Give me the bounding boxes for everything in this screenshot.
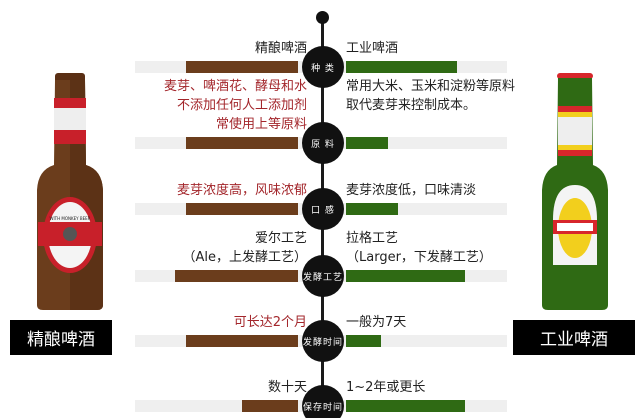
- craft-description: 爱尔工艺 （Ale，上发酵工艺）: [182, 229, 307, 267]
- industrial-description: 1~2年或更长: [346, 378, 425, 397]
- industrial-description-line: 一般为7天: [346, 315, 407, 330]
- craft-beer-bottle: WITH MONKEY BEER: [37, 73, 103, 310]
- craft-description-line: 常使用上等原料: [215, 117, 307, 132]
- industrial-bar: [346, 61, 457, 73]
- industrial-beer-label: 工业啤酒: [513, 320, 635, 355]
- craft-bar: [242, 400, 298, 412]
- craft-description-line: （Ale，上发酵工艺）: [182, 250, 307, 265]
- craft-bar: [175, 270, 298, 282]
- category-badge: 口 感: [302, 188, 344, 230]
- craft-description-line: 爱尔工艺: [254, 231, 307, 246]
- industrial-description-line: 拉格工艺: [346, 231, 399, 246]
- industrial-description-line: 取代麦芽来控制成本。: [346, 98, 477, 113]
- craft-description: 麦芽、啤酒花、酵母和水不添加任何人工添加剂常使用上等原料: [164, 77, 307, 134]
- craft-description-line: 可长达2个月: [233, 315, 307, 330]
- craft-bar: [186, 137, 298, 149]
- timeline-start-dot: [316, 11, 329, 24]
- industrial-bar: [346, 335, 381, 347]
- craft-description: 精酿啤酒: [255, 39, 307, 58]
- industrial-bar: [346, 137, 388, 149]
- bottle-brand-text: WITH MONKEY BEER: [50, 216, 91, 221]
- craft-beer-label: 精酿啤酒: [10, 320, 112, 355]
- craft-description-line: 精酿啤酒: [254, 41, 307, 56]
- industrial-description-line: 1~2年或更长: [346, 380, 426, 395]
- category-badge: 发酵时间: [302, 320, 344, 362]
- craft-description-line: 麦芽浓度高，风味浓郁: [176, 183, 307, 198]
- craft-description-line: 数十天: [267, 380, 307, 395]
- category-badge: 种 类: [302, 46, 344, 88]
- craft-description: 麦芽浓度高，风味浓郁: [177, 181, 307, 200]
- craft-bar: [186, 61, 298, 73]
- industrial-description: 一般为7天: [346, 313, 406, 332]
- craft-bar: [186, 203, 298, 215]
- industrial-description-line: 麦芽浓度低，口味清淡: [346, 183, 477, 198]
- category-badge: 原 料: [302, 122, 344, 164]
- craft-bar: [186, 335, 298, 347]
- industrial-bar: [346, 270, 465, 282]
- industrial-description-line: （Larger，下发酵工艺）: [346, 250, 492, 265]
- industrial-description: 拉格工艺 （Larger，下发酵工艺）: [346, 229, 492, 267]
- industrial-description-line: 工业啤酒: [346, 41, 399, 56]
- industrial-bar: [346, 400, 465, 412]
- industrial-bar: [346, 203, 398, 215]
- industrial-description-line: 常用大米、玉米和淀粉等原料: [346, 79, 516, 94]
- industrial-description: 麦芽浓度低，口味清淡: [346, 181, 476, 200]
- industrial-description: 工业啤酒: [346, 39, 398, 58]
- craft-description-line: 不添加任何人工添加剂: [176, 98, 307, 113]
- category-badge: 发酵工艺: [302, 255, 344, 297]
- craft-description: 可长达2个月: [234, 313, 307, 332]
- craft-description: 数十天: [268, 378, 307, 397]
- category-badge: 保存时间: [302, 385, 344, 418]
- craft-description-line: 麦芽、啤酒花、酵母和水: [163, 79, 307, 94]
- industrial-description: 常用大米、玉米和淀粉等原料取代麦芽来控制成本。: [346, 77, 515, 115]
- industrial-beer-bottle: [542, 73, 608, 310]
